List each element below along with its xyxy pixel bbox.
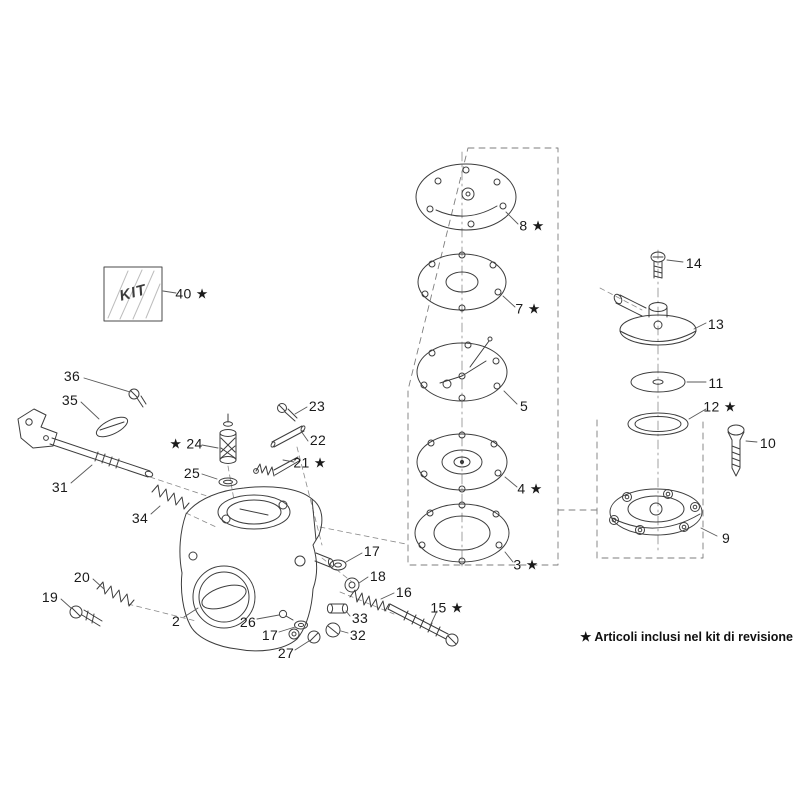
part-16-spring — [349, 589, 390, 612]
part-label-21: 21 ★ — [293, 454, 327, 471]
part-label-40: 40 ★ — [175, 285, 209, 302]
part-label-27: 27 — [277, 645, 295, 661]
center-axis-lines — [461, 151, 659, 571]
part-label-33: 33 — [351, 610, 369, 626]
part-label-11: 11 — [708, 375, 724, 391]
part-17-washer-lower — [294, 620, 308, 630]
leader-lines — [60, 211, 758, 651]
part-label-25: 25 — [183, 465, 201, 481]
part-26-screw — [278, 609, 294, 621]
part-label-20: 20 — [73, 569, 91, 585]
part-19-screw — [69, 605, 103, 627]
part-21-lever-spring — [253, 456, 300, 477]
part-label-26: 26 — [239, 614, 257, 630]
part-label-16: 16 — [395, 584, 413, 600]
part-label-31: 31 — [51, 479, 69, 495]
part-23-screw — [277, 403, 298, 422]
part-10-screw — [727, 424, 745, 477]
part-20-spring — [96, 581, 135, 607]
part-label-5: 5 — [519, 398, 529, 414]
part-25-gasket-ring — [218, 477, 238, 487]
part-2-carburetor-body — [179, 486, 335, 652]
part-label-32: 32 — [349, 627, 367, 643]
part-label-17b: 17 — [363, 543, 381, 559]
part-label-12: 12 ★ — [703, 398, 737, 415]
part-label-35: 35 — [61, 392, 79, 408]
part-label-17a: 17 — [261, 627, 279, 643]
part-3-gasket — [414, 501, 510, 565]
kit-box — [103, 266, 163, 322]
part-22-pin — [270, 425, 306, 448]
part-label-4: 4 ★ — [517, 480, 543, 497]
part-35-disc — [95, 416, 129, 438]
part-8-diaphragm-cover — [415, 163, 517, 231]
part-label-13: 13 — [707, 316, 725, 332]
part-12-ring — [627, 412, 689, 436]
part-27-welch-plug — [307, 630, 321, 644]
part-label-34: 34 — [131, 510, 149, 526]
part-label-9: 9 — [721, 530, 731, 546]
part-24-inlet-screen — [219, 413, 237, 464]
part-label-22: 22 — [309, 432, 327, 448]
part-4-diaphragm — [416, 431, 508, 493]
part-33-plug — [326, 603, 349, 614]
part-label-15: 15 ★ — [430, 599, 464, 616]
part-5-metering-assembly — [416, 336, 508, 402]
part-label-7: 7 ★ — [515, 300, 541, 317]
part-17-washer-upper — [329, 559, 347, 571]
part-label-19: 19 — [41, 589, 59, 605]
dashed-boundary — [407, 147, 704, 566]
part-15-idle-screw — [387, 603, 459, 647]
part-label-3: 3 ★ — [513, 556, 539, 573]
part-18-bushing — [344, 577, 360, 593]
part-label-2: 2 — [171, 613, 181, 629]
part-14-screw — [650, 251, 666, 279]
part-31-throttle-shaft — [17, 408, 154, 478]
part-11-washer — [630, 371, 686, 393]
part-36-screw — [128, 388, 147, 408]
part-label-36: 36 — [63, 368, 81, 384]
part-32-screw-plug — [325, 622, 341, 638]
part-label-18: 18 — [369, 568, 387, 584]
kit-footnote: ★ Articoli inclusi nel kit di revisione — [580, 630, 793, 644]
part-13-primer-pump — [613, 293, 697, 346]
part-34-spring — [151, 484, 190, 510]
part-label-8: 8 ★ — [519, 217, 545, 234]
part-label-14: 14 — [685, 255, 703, 271]
part-label-10: 10 — [759, 435, 777, 451]
part-9-pump-body — [609, 488, 703, 536]
part-7-gasket — [417, 251, 507, 312]
part-label-24: ★ 24 — [169, 435, 203, 452]
part-label-23: 23 — [308, 398, 326, 414]
